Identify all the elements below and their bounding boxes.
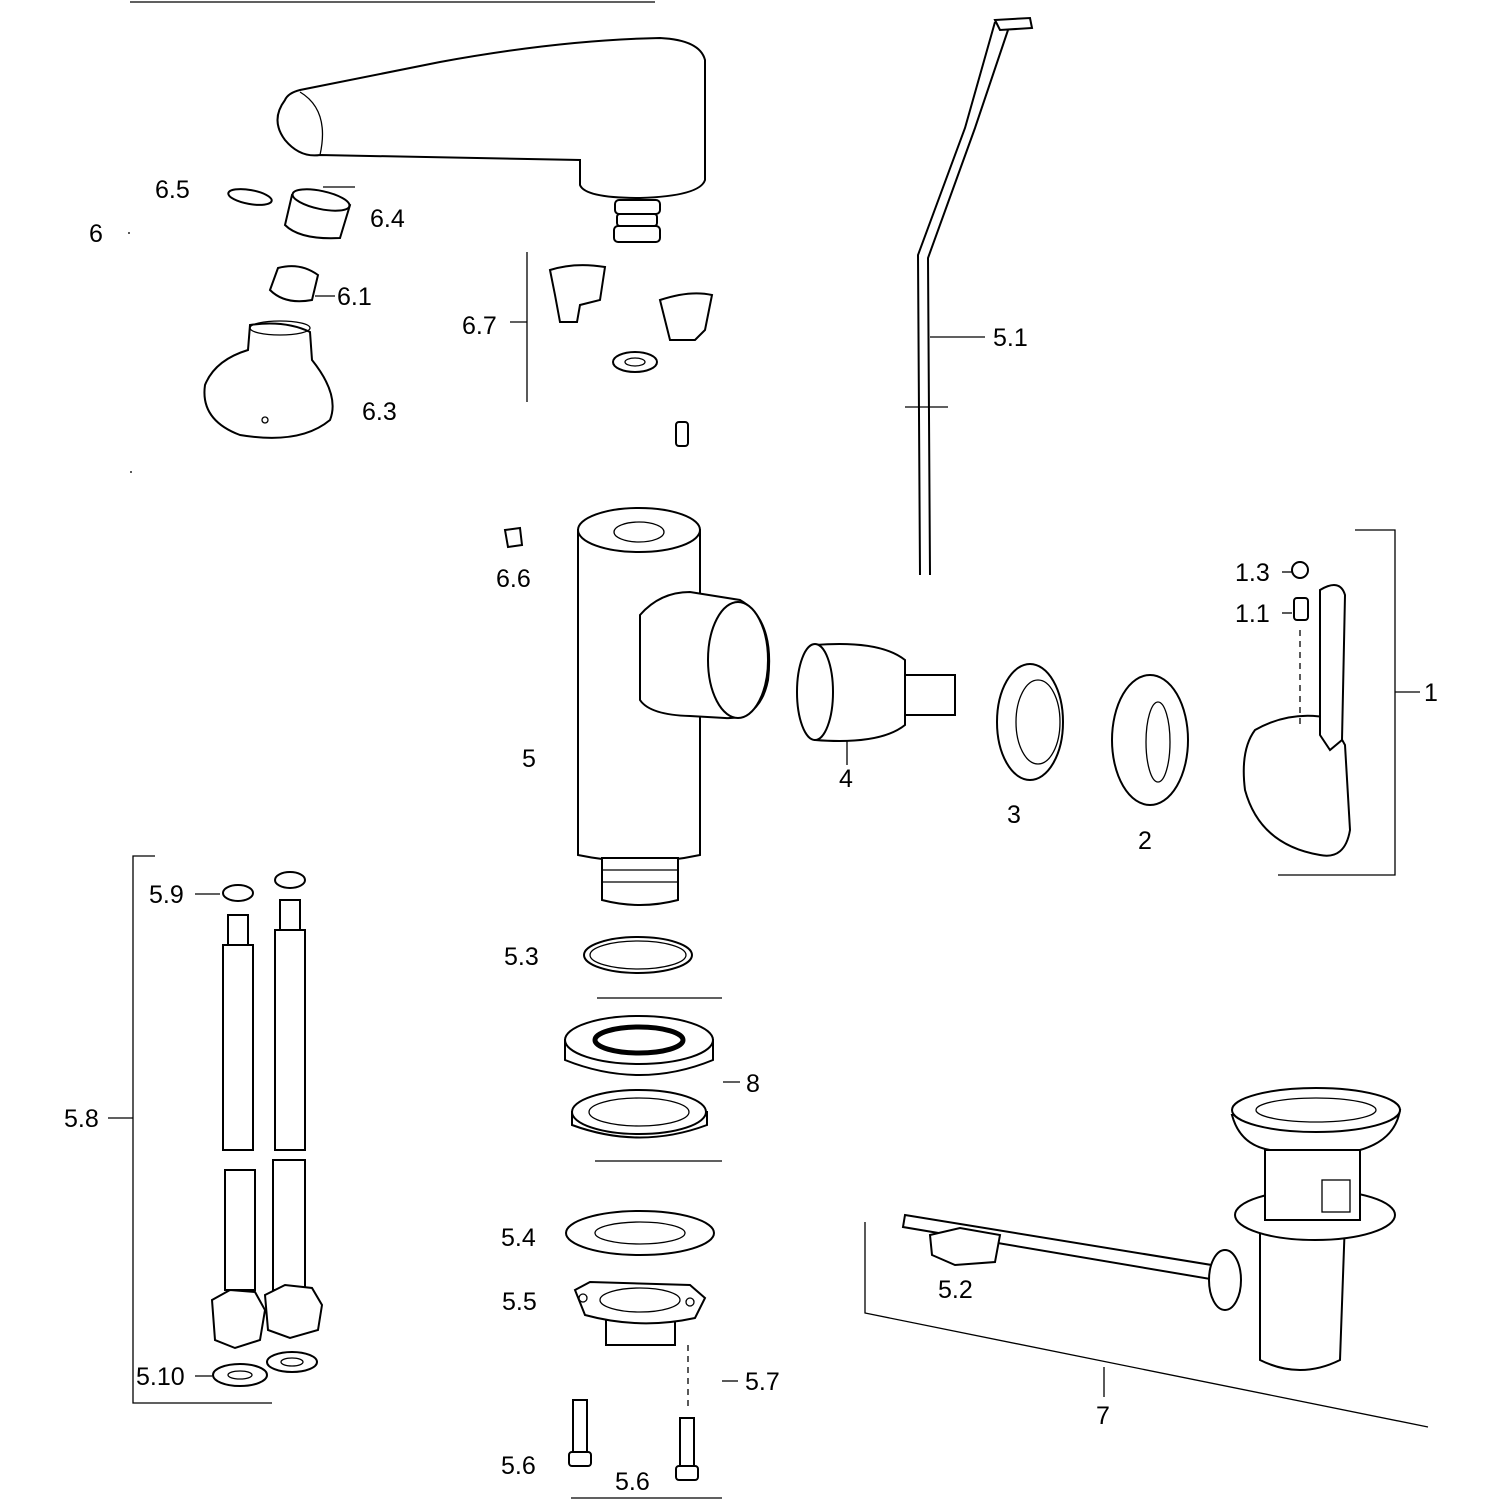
spout-cap-6-3: [203, 320, 334, 439]
label-6-6: 6.6: [496, 565, 531, 593]
label-6-4: 6.4: [370, 205, 405, 233]
pop-up-waste-7: [864, 1087, 1429, 1428]
label-6-5: 6.5: [155, 176, 190, 204]
gasket-set-8: [564, 1015, 740, 1162]
label-5-3: 5.3: [504, 943, 539, 971]
label-1-3: 1.3: [1235, 559, 1270, 587]
nut-3: [996, 663, 1064, 781]
label-4: 4: [839, 765, 853, 793]
cover-2: [1111, 674, 1189, 806]
mixer-body-5: [577, 507, 771, 906]
label-6-1: 6.1: [337, 283, 372, 311]
nut-plate-5-5: [573, 1280, 707, 1346]
label-5: 5: [522, 745, 536, 773]
label-5-1: 5.1: [993, 324, 1028, 352]
hoses-5-8: [108, 855, 324, 1404]
lift-rod-5-1: [905, 16, 1034, 576]
label-5-2: 5.2: [938, 1276, 973, 1304]
label-1: 1: [1424, 679, 1438, 707]
label-5-7: 5.7: [745, 1368, 780, 1396]
label-1-1: 1.1: [1235, 600, 1270, 628]
o-ring-6-5: [227, 188, 273, 206]
label-3: 3: [1007, 801, 1021, 829]
label-6: 6: [89, 220, 103, 248]
screw-6-6: [503, 526, 524, 549]
aerator-6-4: [283, 188, 352, 240]
label-5-6: 5.6: [501, 1452, 536, 1480]
label-6-3: 6.3: [362, 398, 397, 426]
label-5-6-second: 5.6: [615, 1468, 650, 1496]
label-7: 7: [1096, 1402, 1110, 1430]
spout-part: [276, 36, 706, 243]
label-5-10: 5.10: [136, 1363, 185, 1391]
label-2: 2: [1138, 827, 1152, 855]
aerator-insert-6-1: [268, 265, 335, 303]
label-5-8: 5.8: [64, 1105, 99, 1133]
clip-6-7: [548, 264, 714, 447]
seal-5-3: [583, 936, 722, 999]
label-5-9: 5.9: [149, 881, 184, 909]
screw-5-6: [568, 1399, 722, 1499]
label-5-4: 5.4: [501, 1224, 536, 1252]
washer-5-4: [565, 1210, 715, 1256]
lever-handle-1: [1242, 529, 1420, 876]
cartridge-4: [796, 643, 956, 765]
label-6-7: 6.7: [462, 312, 497, 340]
label-5-5: 5.5: [502, 1288, 537, 1316]
label-8: 8: [746, 1070, 760, 1098]
part-labels: 6.5 6.4 6 6.1 6.7 6.3 5.1 6.6 1.3 1.1 1 …: [64, 176, 1438, 1496]
